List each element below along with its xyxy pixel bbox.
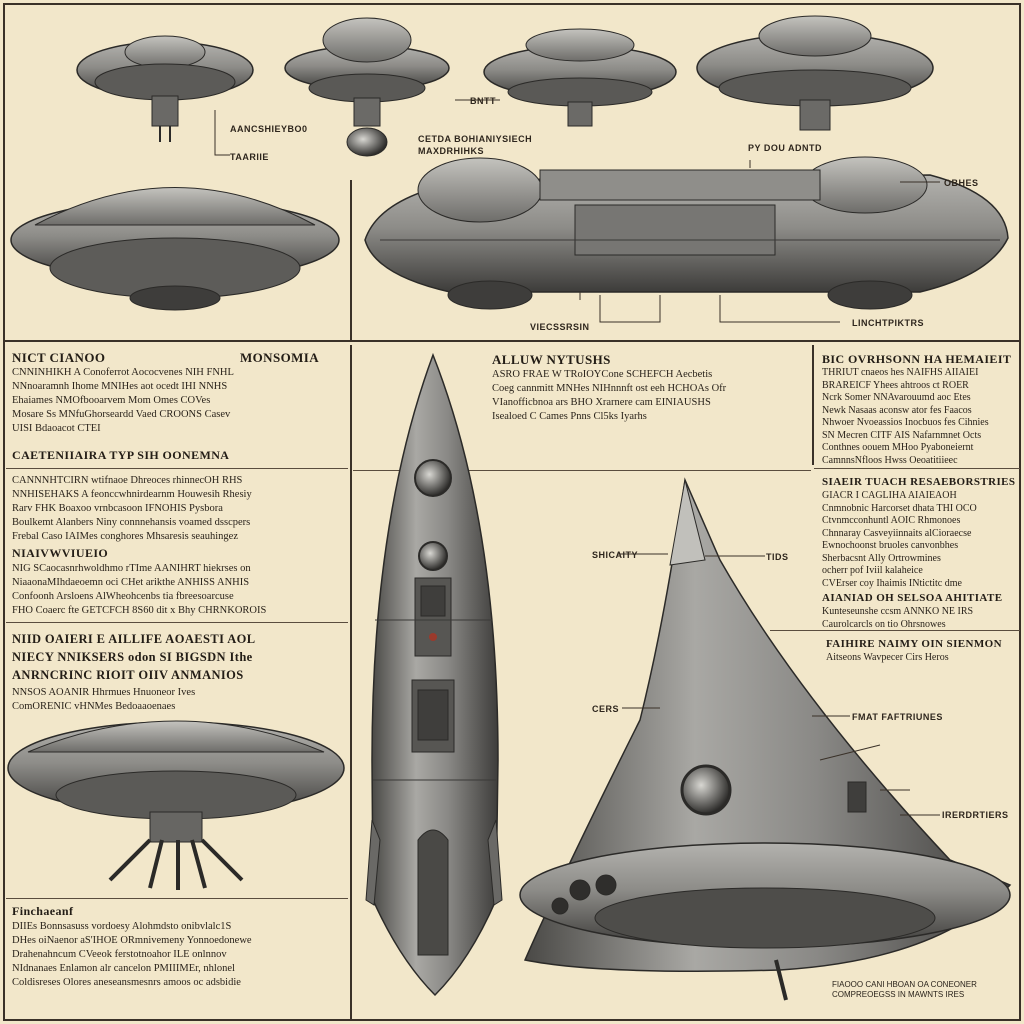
center-text: ASRO FRAE W TRoIOYCone SCHEFCH Aecbetis … — [492, 369, 727, 422]
divider-center-top — [353, 470, 811, 471]
left-b-text-2: NIG SCaocasnrhwoldhmo rTIme AANIHRT hiek… — [12, 563, 267, 616]
right-a-heading: BIC OVRHSONN HA HEMAIEIT — [822, 352, 1012, 366]
saucer-top-2 — [284, 17, 450, 157]
right-a-text: THRIUT cnaeos hes NAIFHS AIIAIEI BRAREIC… — [822, 367, 989, 466]
right-a-heading-2: SIAEIR TUACH RESAEBORSTRIES — [822, 476, 1016, 488]
saucer-top-1 — [76, 35, 254, 142]
label-transport-2: LINCHTPIKTRS — [852, 318, 924, 328]
outer-frame — [3, 3, 1021, 1021]
footer-note: FIAOOO CANI HBOAN OA CONEONER COMPREOEGS… — [832, 980, 977, 999]
left-a-text: CNNINHIKH A Conoferrot Aococvenes NIH FN… — [12, 367, 234, 434]
saucer-lower-left — [7, 720, 345, 890]
label-top-mid-3: BNTT — [470, 96, 496, 106]
divider-top — [3, 340, 1021, 342]
label-right-ship-3: CERS — [592, 704, 620, 714]
right-a-heading-3: AIANIAD OH SELSOA AHITIATE — [822, 592, 1003, 604]
left-a-subheading: CAETENIIAIRA TYP SIH OONEMNA — [12, 448, 230, 462]
divider-left-column — [350, 345, 352, 1021]
right-a-text-4: Aitseons Wavpecer Cirs Heros — [826, 652, 949, 663]
left-b-heading: NIAIVWVIUEIO — [12, 546, 109, 560]
left-b-text: CANNNHTCIRN wtifnaoe Dhreoces rhinnecOH … — [12, 475, 252, 542]
saucer-mid-left — [10, 187, 340, 311]
label-top-mid-1: CETDA BOHIANIYSIECH — [418, 134, 533, 144]
label-right-ship-4: FMAT FAFTRIUNES — [852, 712, 943, 722]
label-transport-1: VIECSSRSIN — [530, 322, 590, 332]
label-right-ship-5: IRERDRTIERS — [942, 810, 1009, 820]
divider-right-column — [812, 345, 814, 465]
leader-lines — [214, 99, 940, 816]
right-a-text-3: Kunteseunshe ccsm ANNKO NE IRS Caurolcar… — [822, 606, 974, 630]
left-a-heading-1: NICT CIANOO — [12, 350, 106, 365]
label-top-right-1: PY DOU ADNTD — [748, 143, 823, 153]
left-d-text: DIIEs Bonnsasuss vordoesy Alohmdsto onib… — [12, 921, 252, 988]
saucer-top-3 — [483, 28, 677, 127]
left-c-heading-3: ANRNCRINC RIOIT OIIV ANMANIOS — [12, 668, 244, 682]
left-c-heading-1: NIID OAIERI E AILLIFE AOAESTI AOL — [12, 632, 256, 646]
label-top-left-1: AANCSHIEYBO0 — [230, 124, 308, 134]
divider-left-c — [6, 898, 348, 899]
center-heading: ALLUW NYTUSHS — [492, 352, 611, 367]
transport-ship — [364, 156, 1009, 310]
divider-right-a — [814, 468, 1020, 469]
label-right-ship-1: SHICAITY — [592, 550, 639, 560]
cone-craft-right — [519, 477, 1012, 1001]
label-top-mid-2: MAXDRHIHKS — [418, 146, 485, 156]
left-c-heading-2: NIECY NNIKSERS odon SI BIGSDN Ithe — [12, 650, 253, 664]
left-d-heading: Finchaeanf — [12, 904, 74, 918]
divider-right-b — [770, 630, 1020, 631]
rocket-center — [365, 352, 503, 997]
left-c-text: NNSOS AOANIR Hhrmues Hnuoneor Ives ComOR… — [12, 687, 196, 712]
left-a-heading-2: MONSOMIA — [240, 350, 320, 365]
divider-left-a — [6, 468, 348, 469]
label-right-ship-2: TIDS — [766, 552, 789, 562]
right-a-text-2: GIACR I CAGLIHA AIAIEAOH Cnmnobnic Harco… — [822, 490, 977, 589]
label-top-right-2: OBHES — [944, 178, 979, 188]
saucer-top-4 — [696, 15, 934, 131]
label-top-left-2: TAARIIE — [230, 152, 269, 162]
divider-left-b — [6, 622, 348, 623]
right-a-heading-4: FAIHIRE NAIMY OIN SIENMON — [826, 638, 1002, 650]
divider-top-vertical — [350, 180, 352, 340]
